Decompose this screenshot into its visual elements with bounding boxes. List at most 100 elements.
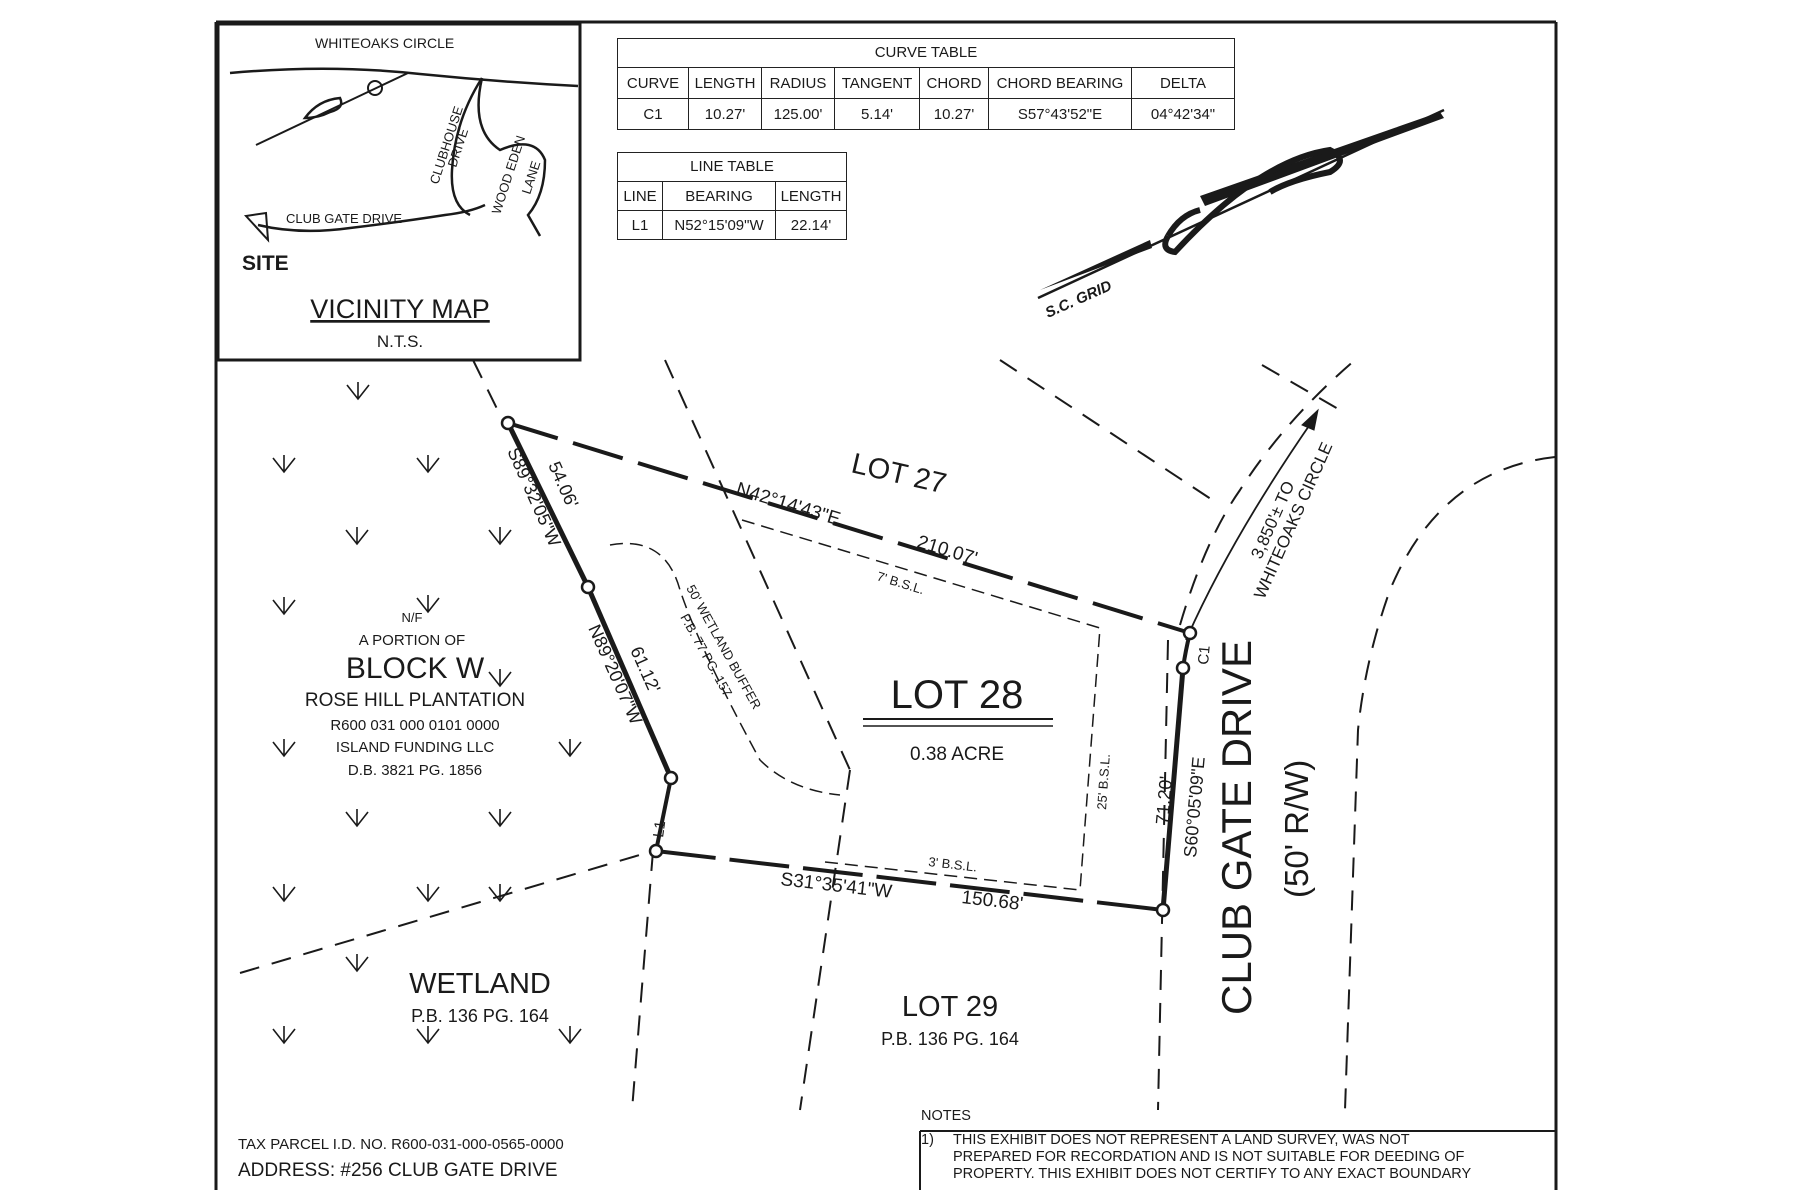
curve-table: CURVE TABLE CURVE LENGTH RADIUS TANGENT … [617,38,1235,130]
curve-table-header: TANGENT [834,67,920,99]
curve-table-header: LENGTH [688,67,762,99]
note-number: 1) [921,1132,934,1148]
boundary-south [655,849,1164,912]
block-w-deed: D.B. 3821 PG. 1856 [348,762,482,779]
curve-table-header-row: CURVE LENGTH RADIUS TANGENT CHORD CHORD … [617,67,1235,99]
wetland-marsh-icon [416,1026,440,1045]
boundary-north [507,421,1191,635]
block-w-plantation: ROSE HILL PLANTATION [305,690,525,711]
road-west-edge-lower [1157,639,1169,1111]
curve-table-header: CURVE [617,67,689,99]
curve-table-title: CURVE TABLE [617,38,1235,67]
lot-29-west-line [631,850,654,1111]
wetland-marsh-icon [558,1026,582,1045]
boundary-east [1160,667,1186,911]
block-w-portion: A PORTION OF [359,632,465,649]
side-setback-label: 25' B.S.L. [1094,753,1113,810]
wetland-buffer-line [609,542,841,796]
wetland-marsh-icon [272,884,296,903]
front-setback-line [741,519,1101,891]
notes-frame [919,1130,1556,1190]
line-table-header: BEARING [662,181,776,211]
wetland-marsh-icon [488,884,512,903]
line-table-cell: 22.14' [775,210,847,240]
wetland-marsh-icon [346,382,370,401]
curve-label: C1 [1195,645,1214,666]
curve-table-cell: 125.00' [761,98,835,130]
lot-28-boundary [500,408,1319,918]
club-gate-drive-road [257,203,486,233]
lot-28-label: LOT 28 [891,673,1024,717]
lot-27-label: LOT 27 [848,448,949,501]
wetland-marsh-icon [488,527,512,546]
sheet-frame [214,20,1558,1190]
site-label: SITE [242,252,289,275]
wetland-marsh-icon [416,884,440,903]
block-w-parcel: R600 031 000 0101 0000 [330,717,499,734]
line-table-cell: L1 [617,210,663,240]
wetland-marsh-icon [272,597,296,616]
wetland-marsh-icon [272,455,296,474]
curve-table-cell: 10.27' [919,98,989,130]
notes-block: NOTES 1) THIS EXHIBIT DOES NOT REPRESENT… [921,1108,1551,1184]
block-w-nf: N/F [402,610,423,625]
table-row: C1 10.27' 125.00' 5.14' 10.27' S57°43'52… [617,98,1235,130]
road-east-edge [1344,456,1556,1111]
property-address: ADDRESS: #256 CLUB GATE DRIVE [238,1160,558,1181]
north-arrow-icon: S.C. GRID [1037,108,1445,322]
wetland-ref: P.B. 136 PG. 164 [411,1006,549,1026]
line-label: L1 [650,820,669,839]
north-length-label: 210.07' [915,532,980,570]
boundary-west-upper [505,421,591,589]
south-bearing-label: S31°35'41"W [779,869,893,903]
wetland-marsh-icon [488,669,512,688]
wetland-marsh-icon [345,809,369,828]
wetland-marsh-icon [488,809,512,828]
lot-29-label: LOT 29 [902,991,998,1023]
club-gate-drive-label: CLUB GATE DRIVE [286,211,402,226]
note-line: PREPARED FOR RECORDATION AND IS NOT SUIT… [953,1149,1465,1165]
curve-table-cell: 5.14' [834,98,920,130]
curve-table-cell: 10.27' [688,98,762,130]
lot-line-lot27-b [1261,364,1341,411]
east-bearing-label: S60°05'09"E [1180,756,1209,858]
property-corners [500,415,1198,918]
line-table-header-row: LINE BEARING LENGTH [617,181,847,211]
curve-table-cell: S57°43'52"E [988,98,1132,130]
block-w-owner: ISLAND FUNDING LLC [336,739,495,756]
note-text: THIS EXHIBIT DOES NOT REPRESENT A LAND S… [953,1132,1471,1183]
block-w-label: N/F A PORTION OF BLOCK W ROSE HILL PLANT… [305,610,525,779]
wetland-marsh-icon [416,595,440,614]
wetland-line [239,850,654,974]
block-w-name: BLOCK W [346,652,485,685]
table-row: L1 N52°15'09"W 22.14' [617,210,847,240]
wetland-marsh-icon [272,739,296,758]
vicinity-north-arrow-icon [255,72,409,146]
west-upper-bearing-label: S89°32'05"W [503,444,564,549]
lot-line-27-28 [664,359,851,771]
curve-table-cell: 04°42'34" [1131,98,1235,130]
curve-table-header: DELTA [1131,67,1235,99]
south-length-label: 150.68' [960,887,1024,915]
adjacent-linework [239,359,1556,1111]
site-marker-icon [243,211,270,243]
curve-table-cell: C1 [617,98,689,130]
wetland-marsh-icon [345,954,369,973]
wood-eden-lane-road [477,77,547,237]
lot-28-area: 0.38 ACRE [910,744,1004,765]
line-table-title: LINE TABLE [617,152,847,181]
note-line: PROPERTY. THIS EXHIBIT DOES NOT CERTIFY … [953,1166,1472,1182]
notes-title: NOTES [921,1108,971,1124]
wetland-marsh-icon [345,527,369,546]
tax-parcel-id: TAX PARCEL I.D. NO. R600-031-000-0565-00… [238,1136,564,1153]
lot-29-buffer-line [799,769,851,1111]
line-table-header: LINE [617,181,663,211]
wetland-marsh-icon [272,1026,296,1045]
curve-table-header: CHORD [919,67,989,99]
road-west-edge [1179,359,1356,626]
wetland-label: WETLAND [409,968,551,1000]
note-line: THIS EXHIBIT DOES NOT REPRESENT A LAND S… [953,1132,1410,1148]
lot-29-ref: P.B. 136 PG. 164 [881,1029,1019,1049]
road-row-label: (50' R/W) [1278,760,1315,898]
